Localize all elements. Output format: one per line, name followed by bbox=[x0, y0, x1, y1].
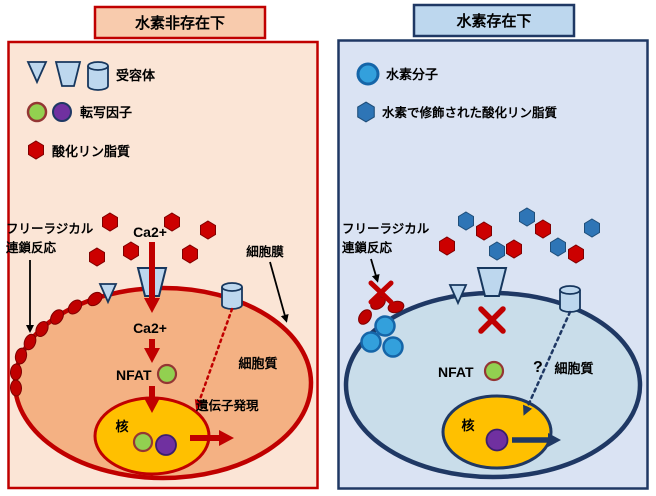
nucleus-tf-purple bbox=[485, 428, 509, 452]
oxidized-lipid bbox=[506, 239, 522, 259]
cytoplasm-label: 細胞質 bbox=[238, 356, 277, 371]
modified-lipid bbox=[489, 241, 505, 261]
hydrogen-molecule bbox=[374, 315, 396, 337]
cytoplasm-label: 細胞質 bbox=[554, 361, 593, 376]
legend-oxlipid-label: 酸化リン脂質 bbox=[52, 144, 130, 159]
left-title-box: 水素非存在下 bbox=[93, 5, 267, 40]
receptor-channel bbox=[476, 267, 508, 297]
nfat-label: NFAT bbox=[116, 367, 152, 383]
radical-blocked-x-icon bbox=[368, 280, 394, 305]
oxidized-lipid bbox=[476, 221, 492, 241]
legend-hydrogen-label: 水素分子 bbox=[386, 67, 438, 82]
oxidized-lipid bbox=[182, 244, 198, 264]
blocked-radical-cluster bbox=[358, 280, 405, 358]
channel-blocked-x-icon bbox=[478, 306, 506, 334]
receptor-cylinder-top-icon bbox=[87, 61, 109, 71]
modified-lipid bbox=[584, 218, 600, 238]
hydrogen-icon bbox=[356, 62, 380, 86]
legend-tf-label: 転写因子 bbox=[80, 105, 132, 120]
receptor-triangle bbox=[98, 283, 118, 305]
right-title: 水素存在下 bbox=[456, 12, 531, 30]
question-mark-label: ? bbox=[533, 359, 543, 376]
free-radical-chain bbox=[9, 291, 103, 397]
ca-outside-label: Ca2+ bbox=[133, 224, 167, 240]
oxidized-lipid bbox=[200, 220, 216, 240]
oxidized-lipid bbox=[89, 247, 105, 267]
free-radical-oval bbox=[358, 309, 372, 325]
tf-green-icon bbox=[26, 101, 48, 123]
free-radical-oval bbox=[87, 291, 103, 307]
receptor-cylinder-top bbox=[221, 282, 243, 292]
nucleus-label: 核 bbox=[115, 419, 128, 434]
right-title-box: 水素存在下 bbox=[412, 3, 576, 38]
membrane-label: 細胞膜 bbox=[246, 244, 284, 259]
receptor-channel-icon bbox=[54, 61, 82, 87]
legend-modlipid-label: 水素で修飾された酸化リン脂質 bbox=[382, 105, 558, 120]
free-radical-label-1: フリーラジカル bbox=[342, 222, 430, 236]
modified-lipid bbox=[458, 211, 474, 231]
oxidized-lipid-icon bbox=[28, 140, 44, 160]
nucleus-label: 核 bbox=[461, 418, 474, 433]
receptor-cylinder-top bbox=[559, 285, 581, 295]
receptor-cylinder-icon bbox=[87, 66, 109, 91]
nfat-green-circle bbox=[483, 360, 505, 382]
oxidized-lipid bbox=[568, 244, 584, 264]
nfat-green-circle bbox=[156, 363, 178, 385]
right-panel: 水素分子 水素で修飾された酸化リン脂質 bbox=[337, 39, 649, 490]
hydrogen-molecule bbox=[360, 331, 382, 353]
oxidized-lipid bbox=[102, 212, 118, 232]
free-radical-oval bbox=[35, 320, 49, 338]
modified-lipid bbox=[519, 207, 535, 227]
receptor-triangle-icon bbox=[26, 61, 48, 85]
modified-lipid-icon bbox=[357, 101, 375, 123]
left-title-frame bbox=[93, 5, 267, 40]
free-radical-oval bbox=[23, 333, 37, 351]
receptor-pathway-dotted-arrow bbox=[523, 310, 572, 416]
free-radical-label-2: 連鎖反応 bbox=[342, 240, 393, 255]
left-title: 水素非存在下 bbox=[135, 14, 225, 32]
ca-inside-label: Ca2+ bbox=[133, 320, 167, 336]
left-panel: 受容体 転写因子 酸化リン脂質 bbox=[6, 40, 319, 490]
nfat-label: NFAT bbox=[438, 364, 474, 380]
free-radical-label-2: 連鎖反応 bbox=[6, 240, 57, 255]
legend-receptor-label: 受容体 bbox=[116, 68, 156, 83]
modified-lipid bbox=[550, 237, 566, 257]
oxidized-lipid bbox=[123, 241, 139, 261]
free-radical-oval bbox=[67, 299, 83, 315]
oxidized-lipid bbox=[439, 236, 455, 256]
free-radical-oval bbox=[50, 309, 64, 325]
hydrogen-molecule bbox=[382, 336, 404, 358]
free-radical-oval bbox=[9, 379, 23, 397]
oxidized-lipid bbox=[535, 219, 551, 239]
gene-expression-label: 遺伝子発現 bbox=[195, 398, 259, 413]
free-radical-pointer-arrow bbox=[370, 258, 380, 283]
free-radical-oval bbox=[14, 347, 28, 365]
tf-purple-icon bbox=[52, 102, 72, 122]
right-title-frame bbox=[412, 3, 576, 38]
receptor-triangle bbox=[448, 284, 468, 306]
free-radical-label-1: フリーラジカル bbox=[6, 222, 94, 236]
left-legend: 受容体 転写因子 酸化リン脂質 bbox=[26, 61, 156, 160]
receptor-pathway-dotted-arrow bbox=[194, 307, 234, 411]
membrane-pointer-arrow bbox=[269, 261, 289, 323]
right-legend: 水素分子 水素で修飾された酸化リン脂質 bbox=[356, 62, 558, 123]
nucleus-tf-green bbox=[132, 431, 154, 453]
nucleus-tf-purple bbox=[155, 434, 177, 456]
